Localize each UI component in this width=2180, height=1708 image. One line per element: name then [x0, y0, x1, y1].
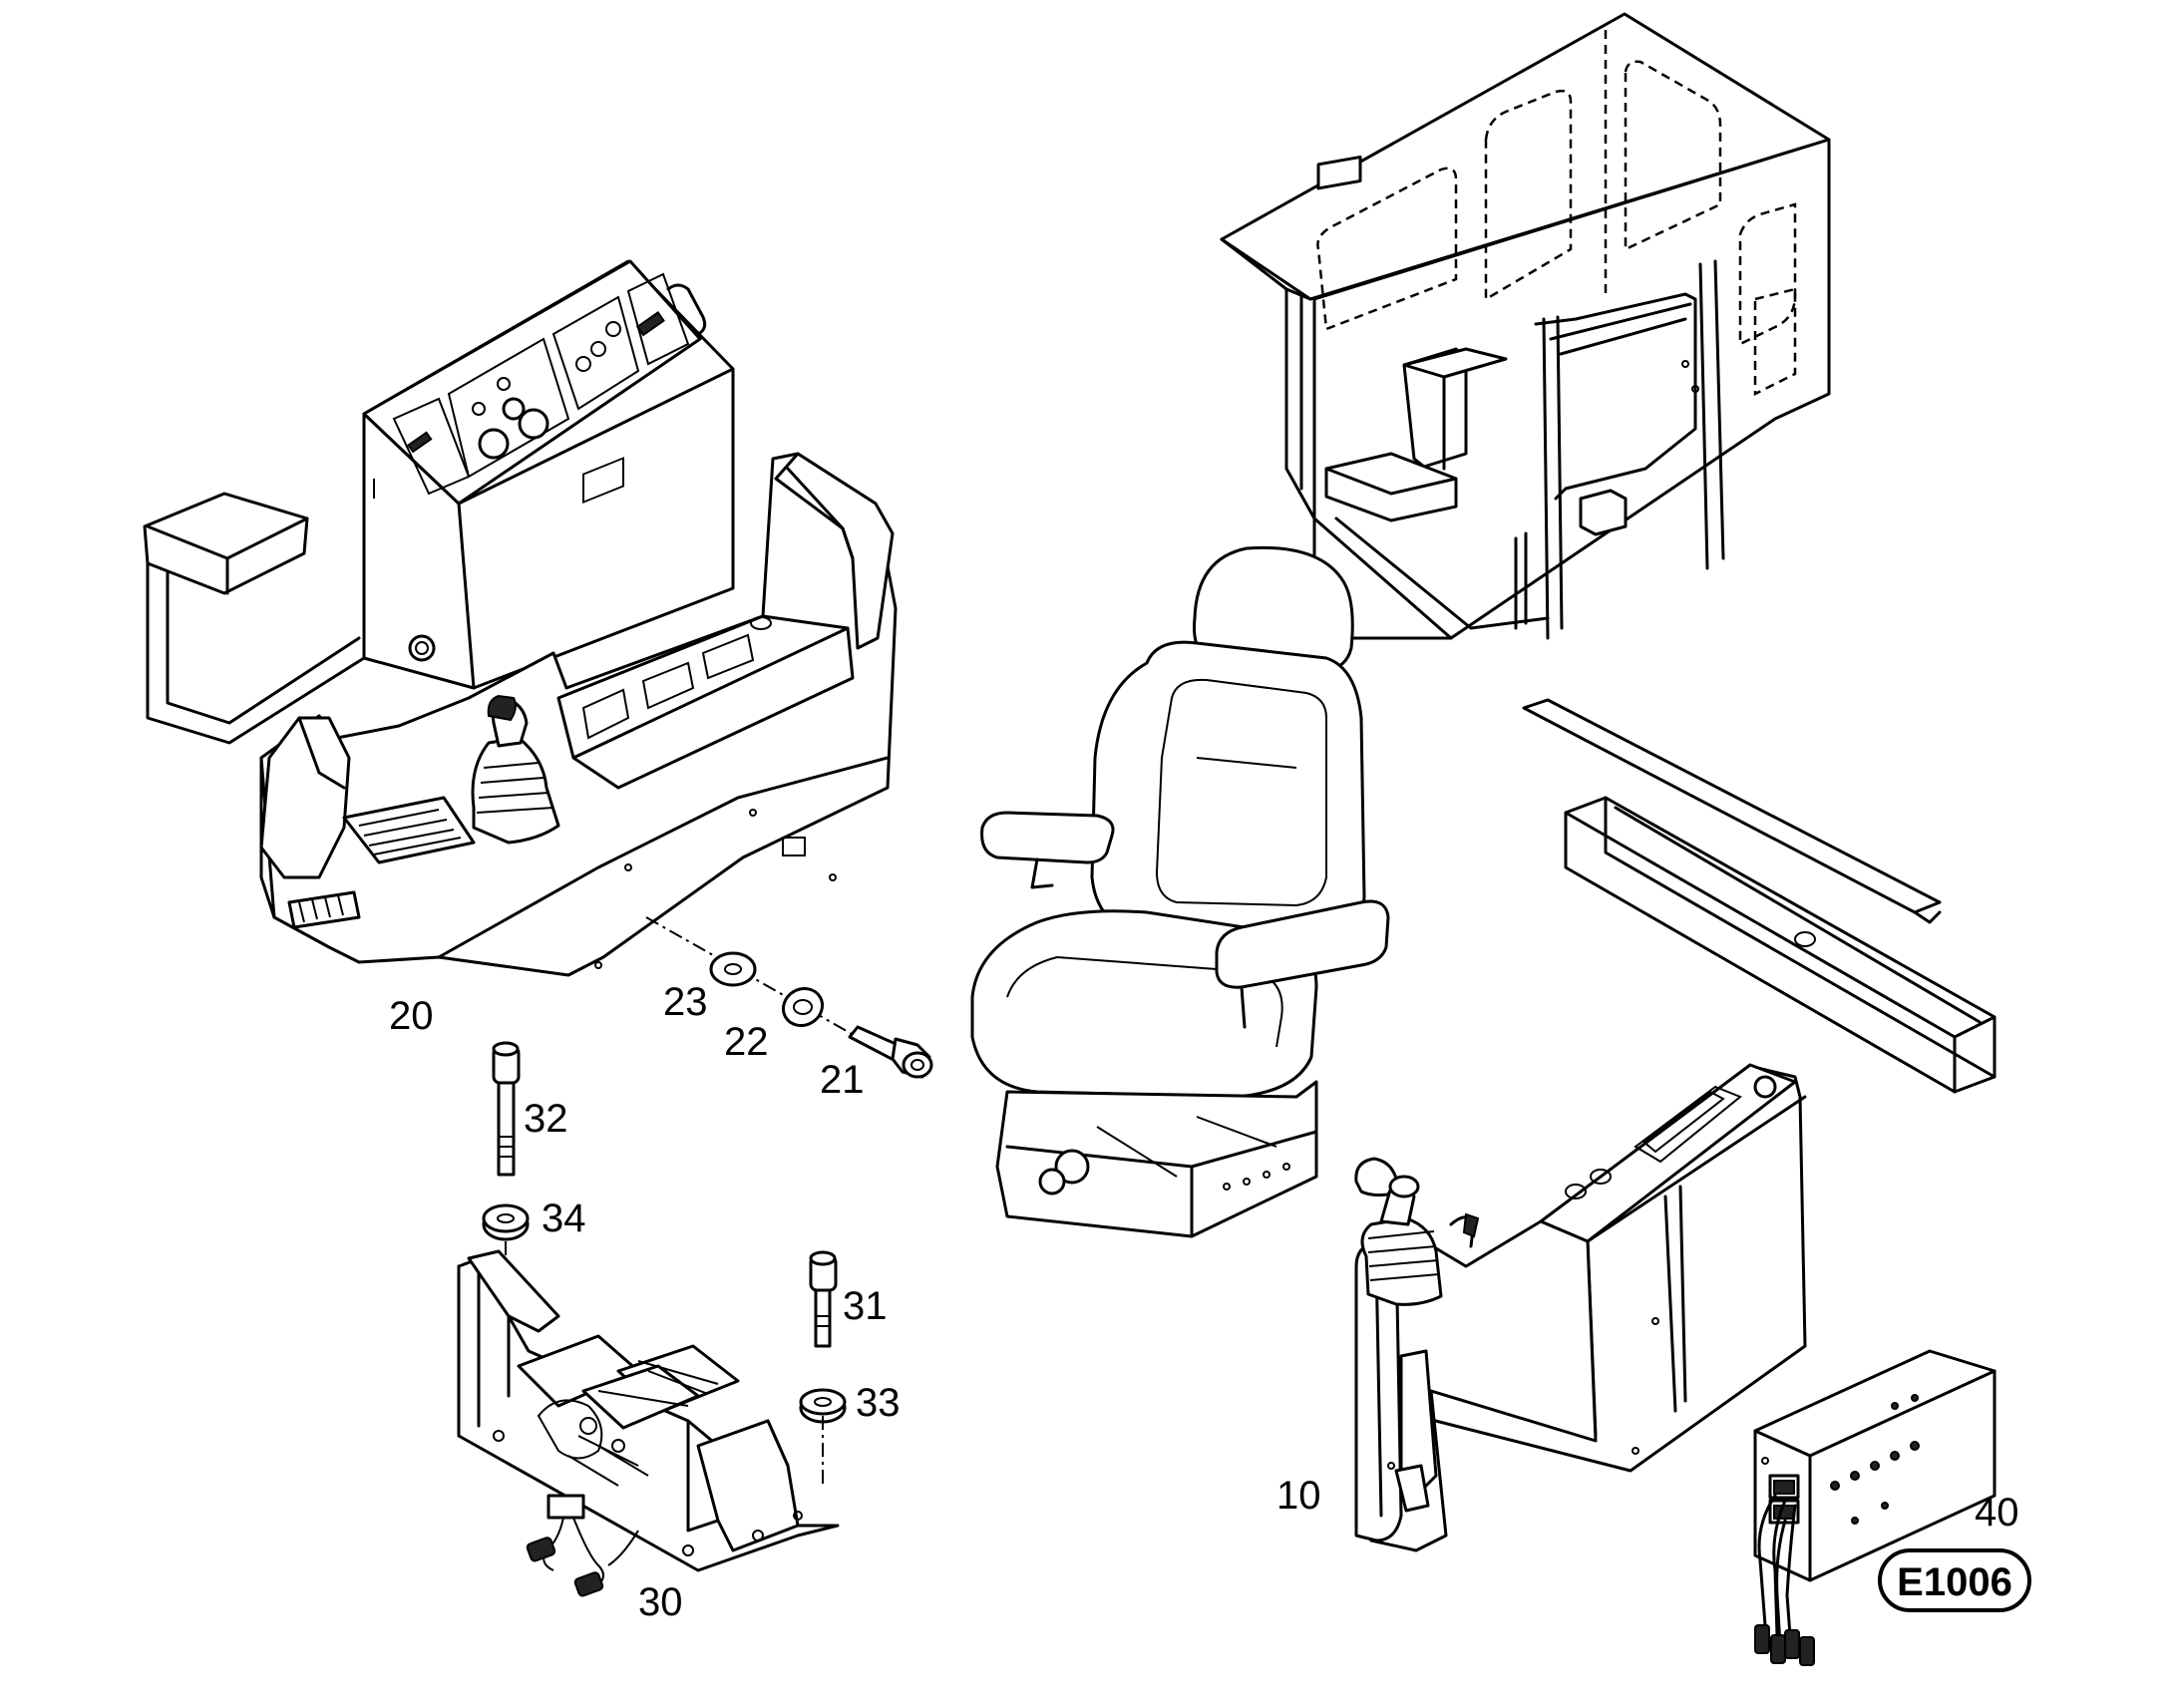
callout-40: 40: [1975, 1491, 2019, 1535]
pedal-assembly-drawing: [457, 1241, 840, 1597]
callout-23: 23: [663, 980, 708, 1024]
electrical-box-drawing: [1753, 1349, 1997, 1666]
callout-32: 32: [524, 1097, 568, 1141]
callout-21: 21: [820, 1058, 865, 1102]
washer-23-drawing: [709, 951, 757, 987]
callout-31: 31: [843, 1284, 888, 1328]
callout-33: 33: [856, 1381, 901, 1425]
callout-34: 34: [542, 1196, 586, 1240]
washer-33-drawing: [799, 1388, 847, 1424]
washer-34-drawing: [482, 1203, 530, 1241]
bolt-31-drawing: [809, 1250, 838, 1348]
bolt-21-drawing: [848, 1025, 933, 1079]
trim-rail-drawing: [1522, 698, 1997, 1094]
right-control-console-drawing: [1354, 1063, 1807, 1552]
left-control-console-drawing: [143, 259, 898, 977]
drawing-code-text: E1006: [1897, 1560, 2012, 1604]
callout-20: 20: [389, 994, 434, 1038]
operator-seat-drawing: [970, 545, 1390, 1238]
callout-22: 22: [724, 1020, 769, 1064]
drawing-code-badge: E1006: [1878, 1548, 2031, 1612]
callout-10: 10: [1276, 1474, 1321, 1518]
callout-30: 30: [638, 1580, 683, 1624]
washer-22-drawing: [781, 986, 825, 1028]
cab-frame-drawing: [1220, 12, 1831, 640]
bolt-32-drawing: [492, 1041, 521, 1177]
